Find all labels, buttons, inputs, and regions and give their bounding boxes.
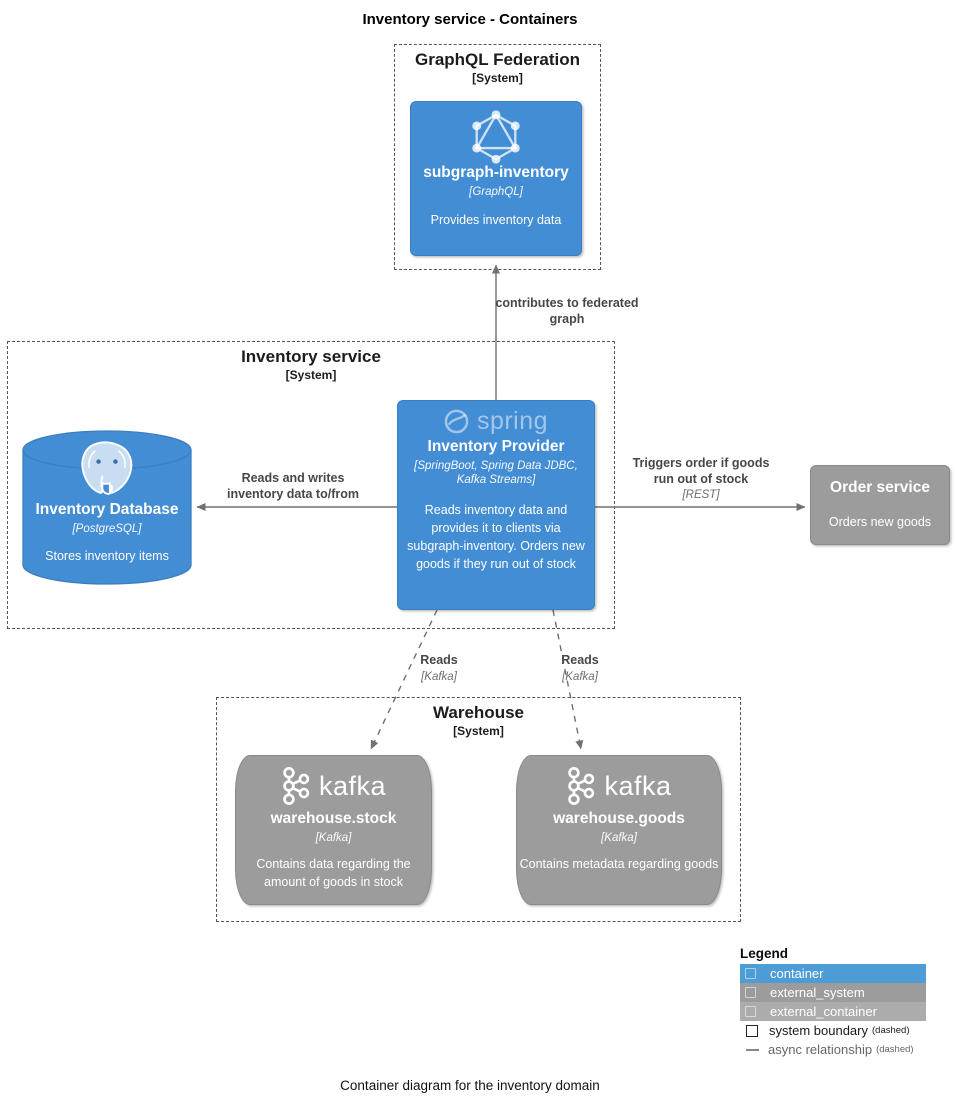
node-warehouse-goods: kafka warehouse.goods [Kafka] Contains m…	[516, 755, 722, 905]
boundary-name: Inventory service	[241, 347, 381, 366]
kafka-icon	[566, 765, 596, 807]
boundary-type: [System]	[472, 71, 523, 85]
relationship-technology: [Kafka]	[421, 670, 457, 683]
container-swatch-icon	[745, 968, 756, 979]
relationship-label-federated: contributes to federated graph	[494, 296, 640, 327]
node-technology: [SpringBoot, Spring Data JDBC, Kafka Str…	[414, 459, 578, 486]
external-system-swatch-icon	[745, 987, 756, 998]
legend-label: external_container	[770, 1004, 877, 1019]
legend: Legend container external_system externa…	[740, 946, 926, 1059]
node-title: Order service	[830, 479, 930, 496]
legend-row-container: container	[740, 964, 926, 983]
relationship-label-order: Triggers order if goods run out of stock…	[626, 456, 776, 503]
legend-label: system boundary	[769, 1023, 868, 1038]
relationship-text: Triggers order if goods run out of stock	[632, 456, 770, 486]
legend-row-system-boundary: system boundary (dashed)	[740, 1021, 926, 1040]
node-warehouse-stock: kafka warehouse.stock [Kafka] Contains d…	[235, 755, 432, 905]
boundary-label: Inventory service [System]	[8, 347, 614, 382]
node-description: Orders new goods	[828, 514, 932, 529]
boundary-warehouse: Warehouse [System]	[216, 697, 741, 922]
graphql-icon	[411, 110, 581, 164]
boundary-label: Warehouse [System]	[217, 703, 740, 738]
relationship-technology: [REST]	[682, 489, 720, 502]
node-technology: [PostgreSQL]	[72, 522, 142, 535]
boundary-name: GraphQL Federation	[415, 50, 580, 69]
node-description: Contains metadata regarding goods	[519, 856, 719, 871]
legend-label: async relationship	[768, 1042, 873, 1057]
system-boundary-icon	[746, 1024, 758, 1037]
node-technology: [Kafka]	[315, 831, 352, 844]
boundary-type: [System]	[453, 724, 504, 738]
node-description: Stores inventory items	[45, 548, 169, 563]
node-title: subgraph-inventory	[423, 164, 569, 181]
relationship-text: Reads and writes inventory data to/from	[227, 471, 359, 501]
node-technology: [Kafka]	[601, 831, 637, 844]
spring-logo-text: spring	[476, 407, 549, 435]
legend-label: container	[770, 966, 824, 981]
node-technology: [GraphQL]	[469, 185, 523, 198]
legend-row-async-relationship: async relationship (dashed)	[740, 1040, 926, 1059]
postgresql-icon	[22, 439, 192, 501]
relationship-label-reads-goods: Reads [Kafka]	[540, 653, 620, 684]
node-title: warehouse.stock	[270, 810, 397, 827]
relationship-label-reads-stock: Reads [Kafka]	[399, 653, 479, 684]
relationship-technology: [Kafka]	[562, 670, 598, 683]
kafka-icon	[281, 765, 311, 807]
node-title: Inventory Database	[35, 501, 179, 518]
node-subgraph-inventory: subgraph-inventory [GraphQL] Provides in…	[410, 101, 582, 256]
diagram-title: Inventory service - Containers	[362, 11, 578, 28]
node-order-service: Order service Orders new goods	[810, 465, 950, 545]
legend-label: external_system	[770, 985, 865, 1000]
kafka-logo-text: kafka	[318, 770, 387, 801]
spring-icon	[444, 409, 469, 434]
node-description: Contains data regarding the amount of go…	[256, 856, 411, 889]
node-title: Inventory Provider	[427, 438, 565, 455]
legend-row-external-container: external_container	[740, 1002, 926, 1021]
relationship-text: Reads	[561, 653, 599, 667]
async-relationship-icon	[746, 1048, 759, 1051]
legend-note: (dashed)	[872, 1025, 910, 1036]
relationship-text: contributes to federated graph	[495, 296, 639, 326]
boundary-type: [System]	[285, 368, 337, 382]
boundary-label: GraphQL Federation [System]	[395, 50, 600, 85]
legend-row-external-system: external_system	[740, 983, 926, 1002]
boundary-inventory-service: Inventory service [System]	[7, 341, 615, 629]
node-inventory-provider: spring Inventory Provider [SpringBoot, S…	[397, 400, 595, 610]
external-container-swatch-icon	[745, 1006, 756, 1017]
node-inventory-database: Inventory Database [PostgreSQL] Stores i…	[22, 430, 192, 586]
legend-title: Legend	[740, 946, 789, 961]
relationship-label-database: Reads and writes inventory data to/from	[218, 471, 368, 502]
kafka-logo-text: kafka	[604, 770, 672, 801]
node-description: Reads inventory data and provides it to …	[407, 503, 585, 571]
relationship-text: Reads	[420, 653, 458, 667]
legend-note: (dashed)	[876, 1044, 914, 1055]
diagram-caption: Container diagram for the inventory doma…	[340, 1078, 600, 1093]
node-description: Provides inventory data	[430, 212, 562, 227]
boundary-name: Warehouse	[432, 703, 524, 722]
node-title: warehouse.goods	[553, 810, 685, 827]
